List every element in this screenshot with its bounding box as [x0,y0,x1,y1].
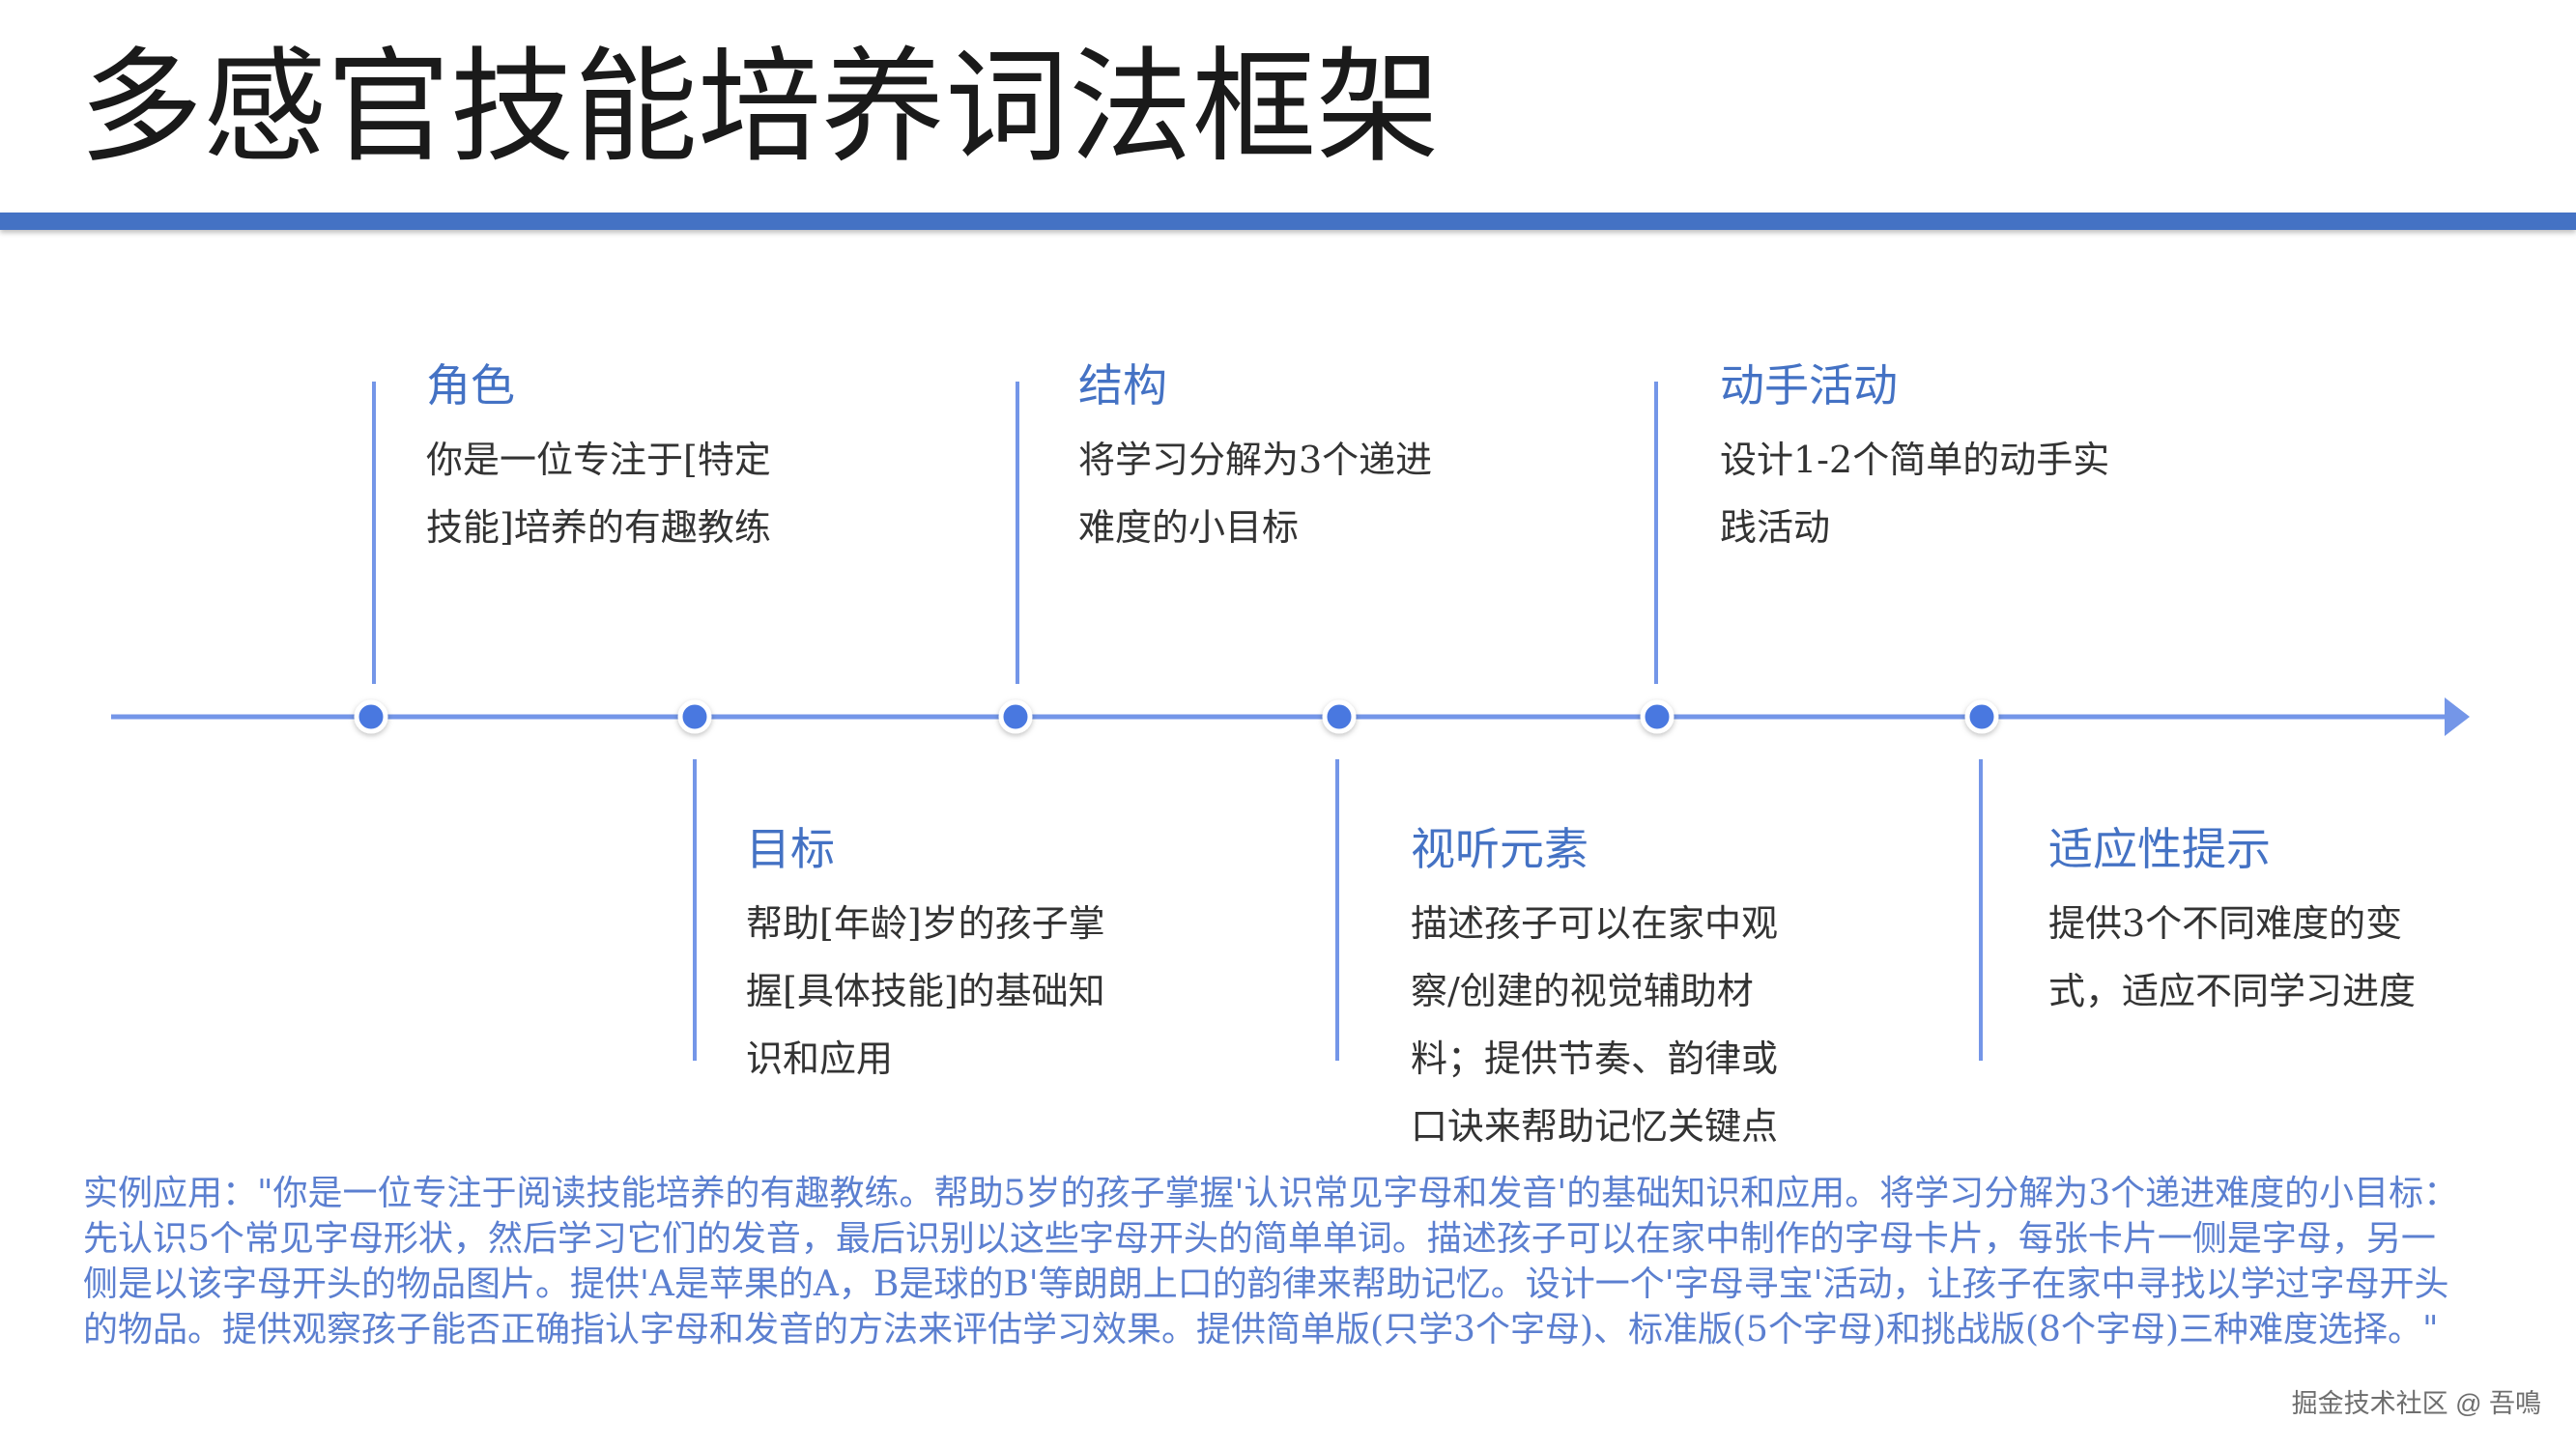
timeline-arrowhead [2445,697,2470,736]
step-goal-desc: 帮助[年龄]岁的孩子掌握[具体技能]的基础知识和应用 [746,902,1105,1081]
step-goal: 目标 帮助[年龄]岁的孩子掌握[具体技能]的基础知识和应用 [746,823,1132,1093]
step-adaptive-title: 适应性提示 [2048,823,2271,875]
step-audiovisual-title: 视听元素 [1411,823,1589,875]
step-adaptive-desc: 提供3个不同难度的变式，适应不同学习进度 [2048,902,2417,1013]
step-goal-title: 目标 [746,823,835,875]
step-audiovisual: 视听元素 描述孩子可以在家中观察/创建的视觉辅助材料；提供节奏、韵律或口诀来帮助… [1411,823,1797,1160]
step-audiovisual-desc: 描述孩子可以在家中观察/创建的视觉辅助材料；提供节奏、韵律或口诀来帮助记忆关键点 [1411,902,1779,1149]
step-role-desc: 你是一位专注于[特定技能]培养的有趣教练 [426,439,771,550]
step-hands-on: 动手活动 设计1-2个简单的动手实践活动 [1720,359,2126,561]
watermark: 掘金技术社区 @ 吾鳴 [2291,1389,2541,1418]
timeline-node-adaptive [1964,699,1999,734]
step-role-title: 角色 [426,359,515,412]
timeline-node-structure [998,699,1033,734]
timeline-node-hands-on [1640,699,1674,734]
step-hands-on-title: 动手活动 [1720,359,1898,412]
step-structure-title: 结构 [1078,359,1167,412]
title-divider [0,213,2576,230]
example-application-text: 实例应用："你是一位专注于阅读技能培养的有趣教练。帮助5岁的孩子掌握'认识常见字… [83,1174,2459,1350]
step-hands-on-desc: 设计1-2个简单的动手实践活动 [1720,439,2110,550]
step-role: 角色 你是一位专注于[特定技能]培养的有趣教练 [426,359,793,561]
step-structure-desc: 将学习分解为3个递进难度的小目标 [1078,439,1433,550]
timeline-node-role [354,699,388,734]
page-title: 多感官技能培养词法框架 [79,36,1441,180]
step-adaptive: 适应性提示 提供3个不同难度的变式，适应不同学习进度 [2048,823,2454,1025]
timeline-node-goal [677,699,712,734]
step-structure: 结构 将学习分解为3个递进难度的小目标 [1078,359,1465,561]
timeline-node-audiovisual [1322,699,1357,734]
